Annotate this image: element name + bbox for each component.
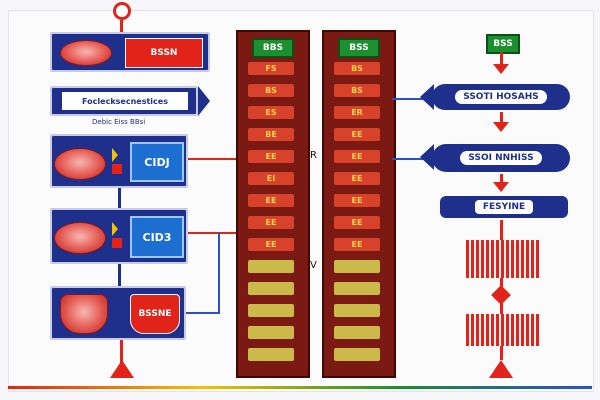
right-row-1: BS (334, 62, 380, 75)
mid-mark-2: V (310, 260, 317, 271)
left-row-5: EE (248, 150, 294, 163)
flow-pill-1-text: SSOTI HOSAHS (455, 90, 547, 104)
right-row-13 (334, 326, 380, 339)
connector-b5-col (186, 312, 220, 314)
flow-block-1[interactable]: BSSN (50, 32, 210, 72)
left-row-8: EE (248, 216, 294, 229)
bottom-accent-line (8, 386, 592, 389)
bottom-marker-icon (110, 360, 134, 378)
connector-col-pill1 (392, 98, 428, 100)
left-row-7: EE (248, 194, 294, 207)
flow-block-5[interactable]: BSSNE (50, 286, 186, 340)
flow-pill-3[interactable]: FESYINE (440, 196, 568, 218)
right-stem-5 (500, 278, 503, 288)
right-row-5: EE (334, 150, 380, 163)
connector-bottom (120, 340, 123, 364)
banner-inner: Foclecksecnestices (62, 92, 188, 110)
bowl-icon (60, 294, 108, 334)
pin-stem (120, 20, 123, 32)
plate-icon (60, 40, 112, 66)
left-row-3: ES (248, 106, 294, 119)
red-square-icon-2 (112, 238, 122, 248)
right-stem-6 (500, 302, 503, 314)
right-row-10 (334, 260, 380, 273)
right-stem-4 (500, 220, 503, 240)
block-1-label: BSSN (125, 38, 203, 68)
left-row-14 (248, 348, 294, 361)
right-row-4: EE (334, 128, 380, 141)
left-row-13 (248, 326, 294, 339)
left-row-11 (248, 282, 294, 295)
column-left-cap: BBS (252, 38, 294, 58)
flow-pill-2[interactable]: SSOI NNHISS (432, 144, 570, 172)
right-row-8: EE (334, 216, 380, 229)
right-stem-1 (500, 52, 503, 64)
red-square-icon (112, 164, 122, 174)
wedge-icon (112, 148, 118, 162)
right-row-2: BS (334, 84, 380, 97)
down-arrow-icon-3 (493, 182, 509, 192)
location-pin-icon (113, 2, 131, 20)
left-row-6: EI (248, 172, 294, 185)
pill-1-chevron (420, 84, 434, 110)
left-row-12 (248, 304, 294, 317)
block-3-card: CIDJ (130, 142, 184, 182)
striped-block-2 (466, 314, 540, 346)
wedge-icon-2 (112, 222, 118, 236)
left-row-1: FS (248, 62, 294, 75)
connector-col-pill2 (392, 158, 428, 160)
banner-subtext: Debic Eiss BBsi (92, 118, 146, 126)
flow-block-3[interactable]: CIDJ (50, 134, 188, 188)
mid-mark-1: R (310, 150, 317, 161)
left-row-4: BE (248, 128, 294, 141)
striped-block-1 (466, 240, 540, 278)
flow-block-2[interactable]: Foclecksecnestices (50, 86, 198, 116)
right-top-badge: BSS (486, 34, 520, 54)
banner-text: Foclecksecnestices (82, 96, 168, 106)
connector-b4-col (188, 232, 236, 234)
flow-pill-1[interactable]: SSOTI HOSAHS (432, 84, 570, 110)
right-row-3: ER (334, 106, 380, 119)
down-arrow-icon-1 (493, 64, 509, 74)
flow-pill-2-text: SSOI NNHISS (460, 151, 542, 165)
flow-pill-3-text: FESYINE (474, 200, 534, 214)
right-stem-3 (500, 174, 503, 182)
left-row-2: BS (248, 84, 294, 97)
right-stem-2 (500, 112, 503, 122)
plate-stack-icon-2 (54, 222, 106, 254)
right-row-14 (334, 348, 380, 361)
right-row-11 (334, 282, 380, 295)
right-row-6: EE (334, 172, 380, 185)
right-row-12 (334, 304, 380, 317)
left-row-9: EE (248, 238, 294, 251)
flow-block-4[interactable]: CID3 (50, 208, 188, 264)
connector-4-5 (118, 264, 121, 286)
connector-b5-vert (218, 232, 220, 314)
plate-stack-icon (54, 148, 106, 180)
connector-3-4 (118, 188, 121, 208)
block-4-card: CID3 (130, 216, 184, 258)
column-right-cap: BSS (338, 38, 380, 58)
right-row-7: EE (334, 194, 380, 207)
right-stem-7 (500, 346, 503, 360)
bottom-marker-icon-right (489, 360, 513, 378)
banner-arrow-tip (198, 86, 210, 116)
pill-2-chevron (420, 144, 434, 170)
connector-b3-col (188, 158, 236, 160)
left-row-10 (248, 260, 294, 273)
down-arrow-icon-2 (493, 122, 509, 132)
block-5-label: BSSNE (130, 294, 180, 334)
right-row-9: EE (334, 238, 380, 251)
